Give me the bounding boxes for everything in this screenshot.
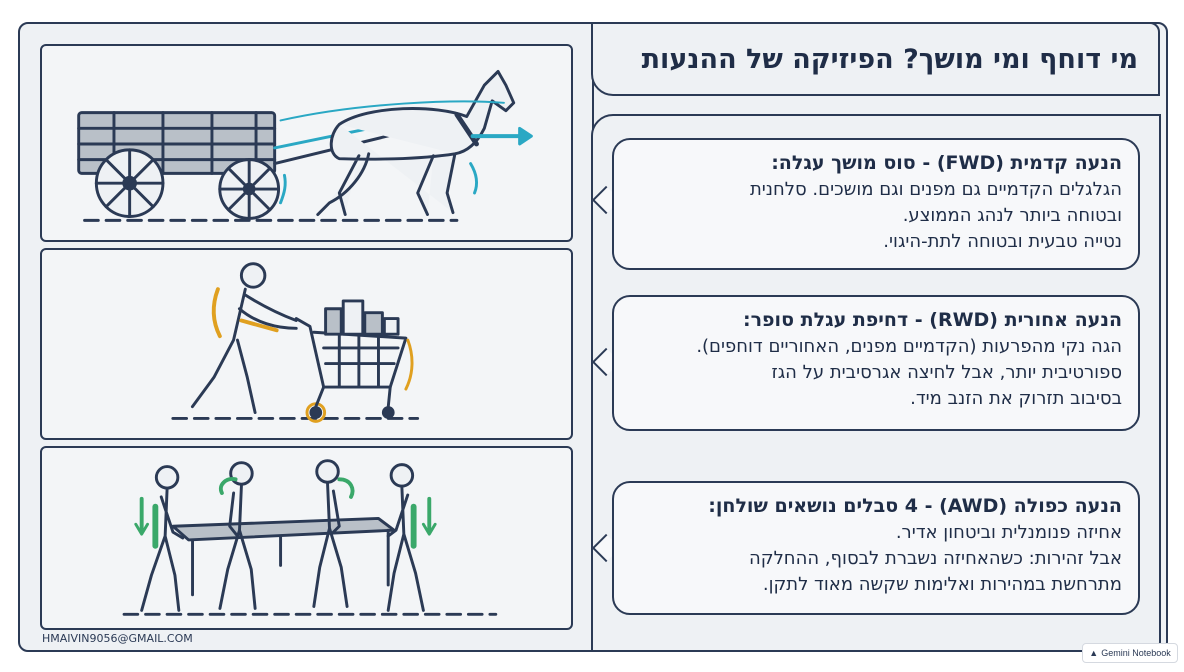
badge-label: Gemini Notebook xyxy=(1101,648,1171,658)
cart-wheel-front xyxy=(218,158,281,220)
fwd-explanation: הנעה קדמית (FWD) - סוס מושך עגלה: הגלגלי… xyxy=(612,138,1140,270)
fwd-line-1: הגלגלים הקדמיים גם מפנים וגם מושכים. סלח… xyxy=(749,179,1122,200)
rwd-line-1: הגה נקי מהפרעות (הקדמיים מפנים, האחוריים… xyxy=(696,336,1122,357)
fwd-line-2: ובטוחה ביותר לנהג הממוצע. xyxy=(902,205,1122,226)
rwd-heading: הנעה אחורית (RWD) - דחיפת עגלת סופר: xyxy=(743,309,1122,331)
horse-cart-illustration xyxy=(40,44,573,242)
fwd-line-3: נטייה טבעית ובטוחה לתת-היגוי. xyxy=(883,231,1122,252)
awd-line-1: אחיזה פנומנלית וביטחון אדיר. xyxy=(895,522,1122,543)
shopping-cart xyxy=(294,299,408,419)
rwd-explanation: הנעה אחורית (RWD) - דחיפת עגלת סופר: הגה… xyxy=(612,295,1140,431)
notebook-icon: ▲ xyxy=(1089,648,1099,658)
porter-3 xyxy=(312,459,349,608)
awd-heading: הנעה כפולה (AWD) - 4 סבלים נושאים שולחן: xyxy=(708,495,1122,517)
page-title: מי דוחף ומי מושך? הפיזיקה של ההנעות xyxy=(641,43,1138,75)
awd-explanation: הנעה כפולה (AWD) - 4 סבלים נושאים שולחן:… xyxy=(612,481,1140,615)
awd-line-3: מתרחשת במהירות ואלימות שקשה מאוד לתקן. xyxy=(762,574,1122,595)
table xyxy=(171,516,396,597)
shopping-cart-illustration xyxy=(40,248,573,440)
table-carriers-illustration xyxy=(40,446,573,630)
title-box: מי דוחף ומי מושך? הפיזיקה של ההנעות xyxy=(591,22,1160,96)
awd-line-2: אבל זהירות: כשהאחיזה נשברת לבסוף, ההחלקה xyxy=(749,548,1122,569)
email-watermark: HMAIVIN9056@GMAIL.COM xyxy=(42,632,193,645)
pull-direction-arrow xyxy=(470,126,533,146)
porter-4 xyxy=(386,463,425,612)
person-pushing-cart xyxy=(190,262,298,415)
cart-wheel-rear xyxy=(94,148,165,218)
fwd-heading: הנעה קדמית (FWD) - סוס מושך עגלה: xyxy=(771,152,1122,174)
gemini-notebook-badge[interactable]: ▲ Gemini Notebook xyxy=(1082,643,1178,663)
rwd-line-2: ספורטיבית יותר, אבל לחיצה אגרסיבית על הג… xyxy=(771,362,1122,383)
rwd-line-3: בסיבוב תזרוק את הזנב מיד. xyxy=(910,388,1122,409)
porter-1 xyxy=(140,465,185,612)
